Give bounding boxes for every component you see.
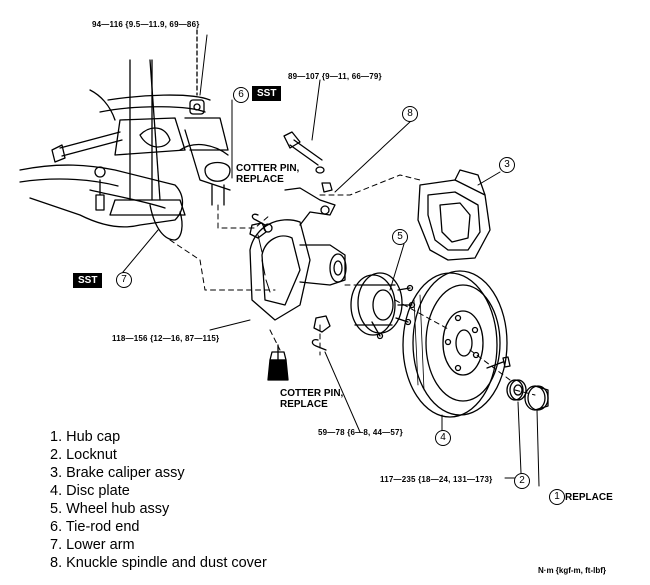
lower-arm [19,164,184,241]
tie-rod-end [179,99,233,206]
units-label: N·m {kgf-m, ft-lbf} [538,566,606,575]
sst-label-lower: SST [73,273,103,288]
legend-item-brake-caliper: 3. Brake caliper assy [50,465,185,481]
disc-plate [402,270,508,418]
small-nuts [249,182,333,333]
locknut [506,379,527,401]
sst-label-upper: SST [252,86,282,101]
cotter-pin-note-lower-line2: REPLACE [280,399,328,410]
torque-spec-locknut: 117—235 {18—24, 131—173} [380,475,493,484]
knuckle-bolt [283,131,325,174]
callout-3: 3 [499,157,515,173]
callout-2: 2 [514,473,530,489]
torque-spec-tie-rod-nut: 59—78 {6—8, 44—57} [318,428,403,437]
callout-7: 7 [116,272,132,288]
callout-4: 4 [435,430,451,446]
wheel-hub [350,272,416,340]
torque-spec-lower-arm-nut: 118—156 {12—16, 87—115} [112,334,220,343]
brake-caliper [417,169,491,261]
legend-item-knuckle-spindle: 8. Knuckle spindle and dust cover [50,555,267,571]
cotter-pins [251,213,327,351]
sst-tool [267,344,289,381]
torque-spec-strut-nut: 94—116 {9.5—11.9, 69—86} [92,20,200,29]
steering-knuckle [249,187,347,321]
legend-item-tie-rod-end: 6. Tie-rod end [50,519,140,535]
legend-item-hub-cap: 1. Hub cap [50,429,121,445]
legend-item-locknut: 2. Locknut [50,447,117,463]
legend-item-lower-arm: 7. Lower arm [50,537,135,553]
strut-assembly [89,59,231,216]
parts-legend: 1. Hub cap 2. Locknut 3. Brake caliper a… [50,428,267,572]
cotter-pin-note-lower: COTTER PIN, REPLACE [280,388,343,410]
legend-item-wheel-hub: 5. Wheel hub assy [50,501,170,517]
frame-bolt [51,131,123,163]
callout-leaders [122,34,540,487]
replace-note: REPLACE [565,492,613,503]
assembly-lines [169,174,536,396]
strut-top-nut [189,29,205,115]
hub-cap [524,385,549,411]
callout-8: 8 [402,106,418,122]
cotter-pin-note-lower-line1: COTTER PIN, [280,388,344,399]
callout-6: 6 [233,87,249,103]
callout-1: 1 [549,489,565,505]
torque-spec-knuckle-bolt: 89—107 {9—11, 66—79} [288,72,382,81]
cotter-pin-note-upper-line1: COTTER PIN, [236,163,300,174]
callout-5: 5 [392,229,408,245]
disc-screw [486,356,511,369]
cotter-pin-note-upper-line2: REPLACE [236,174,284,185]
cotter-pin-note-upper: COTTER PIN, REPLACE [236,163,299,185]
legend-item-disc-plate: 4. Disc plate [50,483,130,499]
